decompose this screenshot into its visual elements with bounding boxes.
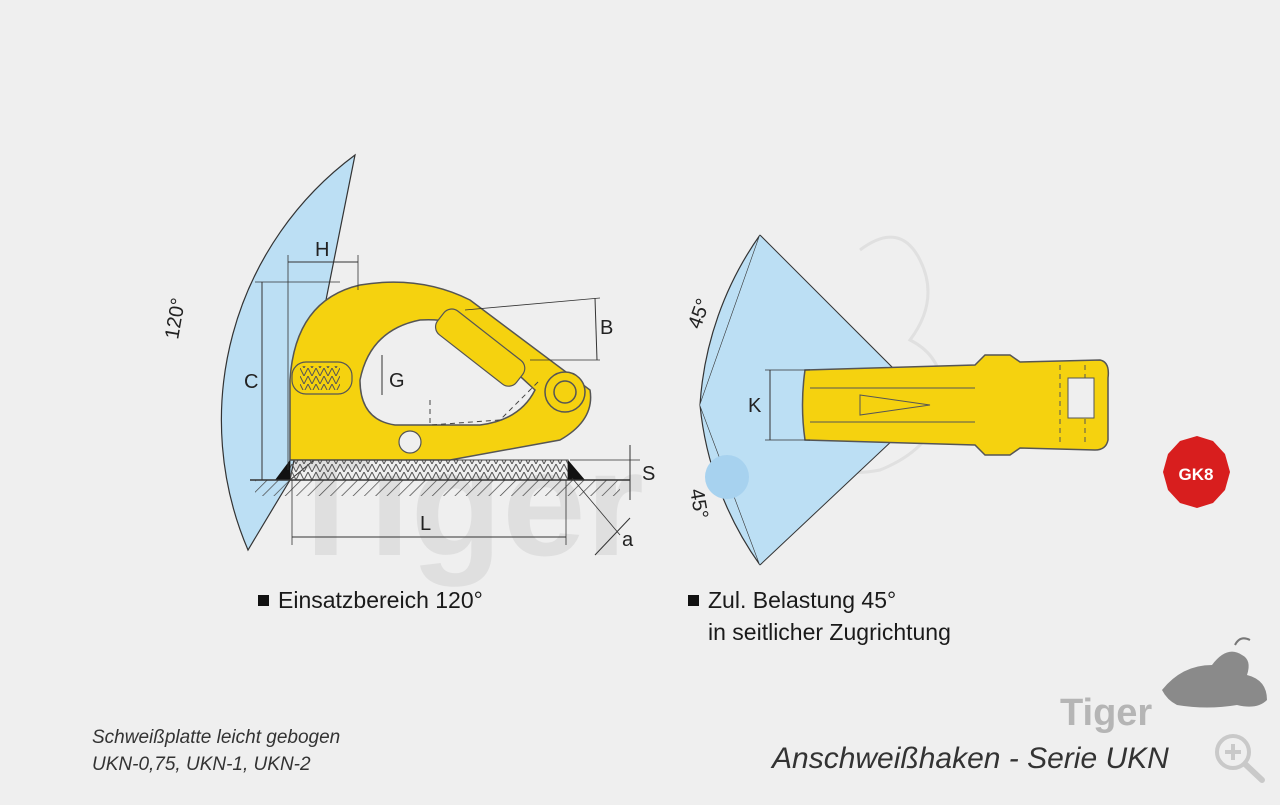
dim-l: L (420, 513, 431, 535)
caption-left-text: Einsatzbereich 120° (278, 587, 483, 613)
left-view: H C G B S L a 120° (161, 153, 655, 556)
gk8-badge-label: GK8 (1179, 465, 1214, 484)
product-title: Anschweißhaken - Serie UKN (772, 742, 1169, 775)
right-view: K 45° 45° (684, 234, 1110, 566)
dim-k: K (748, 395, 762, 417)
tiger-logo: Tiger (1060, 637, 1267, 734)
note-line2: UKN-0,75, UKN-1, UKN-2 (92, 754, 311, 775)
note: Schweißplatte leicht gebogen UKN-0,75, U… (92, 724, 340, 778)
hook-top-view (801, 354, 1110, 456)
caption-right-line1: Zul. Belastung 45° (708, 587, 897, 613)
dim-a: a (622, 529, 634, 551)
angle-120-label: 120° (161, 296, 190, 341)
tiger-logo-text: Tiger (1060, 692, 1152, 734)
note-line1: Schweißplatte leicht gebogen (92, 727, 341, 748)
dim-b: B (600, 317, 613, 339)
bullet-icon (258, 595, 269, 606)
caption-right-line2: in seitlicher Zugrichtung (708, 619, 951, 645)
weld-plate (289, 459, 569, 481)
zoom-in-icon[interactable] (1215, 734, 1265, 783)
caption-right: Zul. Belastung 45° in seitlicher Zugrich… (688, 584, 951, 648)
bullet-icon (688, 595, 699, 606)
dim-h: H (315, 239, 329, 261)
dim-s: S (642, 463, 655, 485)
dim-c: C (244, 371, 258, 393)
gk8-badge: GK8 (1163, 436, 1230, 508)
ground-hatch (255, 480, 620, 496)
caption-left: Einsatzbereich 120° (258, 584, 483, 616)
angle-45-lower-label: 45° (685, 487, 712, 521)
hook-eye (359, 318, 536, 426)
angle-45-upper-label: 45° (684, 296, 715, 332)
dim-g: G (389, 370, 405, 392)
